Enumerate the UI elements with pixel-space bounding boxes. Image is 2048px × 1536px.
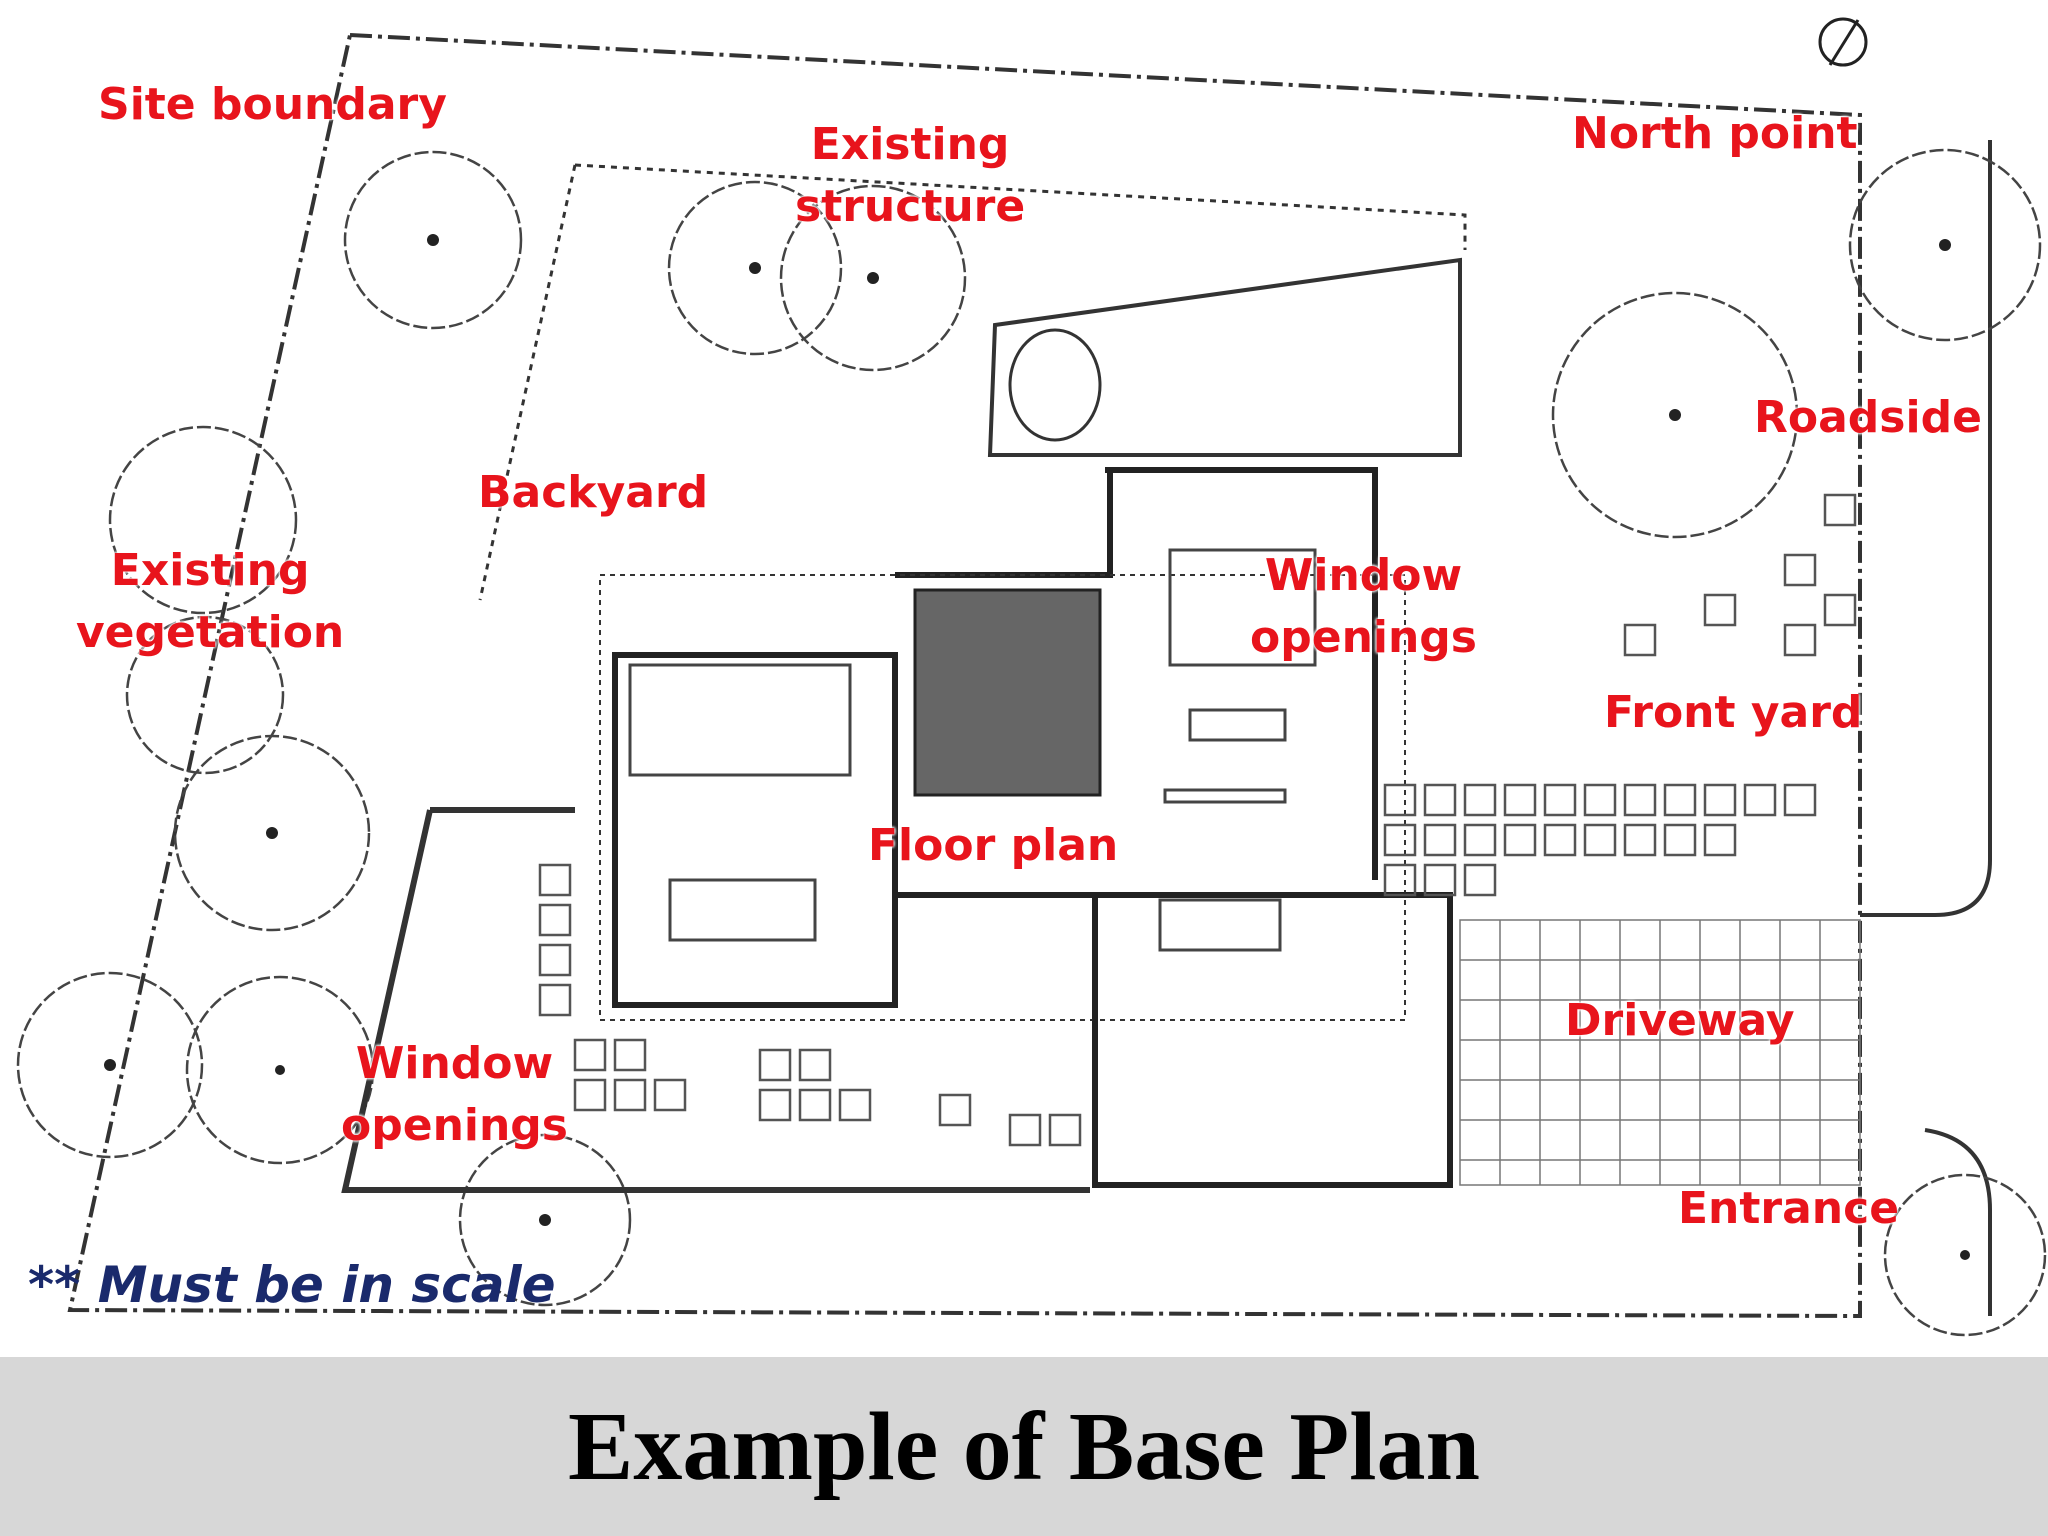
slide-title: Example of Base Plan (568, 1392, 1480, 1501)
label-site-boundary: Site boundary (98, 79, 447, 130)
label-existing-structure: Existing structure (795, 119, 1026, 232)
label-roadside: Roadside (1754, 392, 1982, 443)
label-window-openings-left: Window openings (341, 1038, 568, 1151)
label-front-yard: Front yard (1604, 687, 1863, 738)
label-floor-plan: Floor plan (868, 820, 1119, 871)
backyard-garden (987, 257, 1462, 457)
label-north-point: North point (1572, 108, 1858, 159)
driveway-hatch (1459, 919, 1861, 1186)
label-driveway: Driveway (1565, 995, 1795, 1046)
north-arrow-symbol (1818, 17, 1868, 67)
garage (1092, 892, 1453, 1188)
trees (16, 148, 2047, 1337)
paving-stones (538, 493, 1857, 1147)
site-boundary-line (67, 33, 1862, 1319)
roadside-line (1860, 140, 1992, 917)
base-plan-drawing (16, 17, 2047, 1337)
title-banner: Example of Base Plan (0, 1357, 2048, 1536)
label-backyard: Backyard (478, 467, 709, 518)
existing-structure-outline (574, 163, 1467, 250)
label-window-openings-right: Window openings (1250, 550, 1477, 663)
label-entrance: Entrance (1678, 1183, 1900, 1234)
label-existing-vegetation: Existing vegetation (76, 545, 345, 658)
scale-note: ** Must be in scale (28, 1256, 556, 1314)
